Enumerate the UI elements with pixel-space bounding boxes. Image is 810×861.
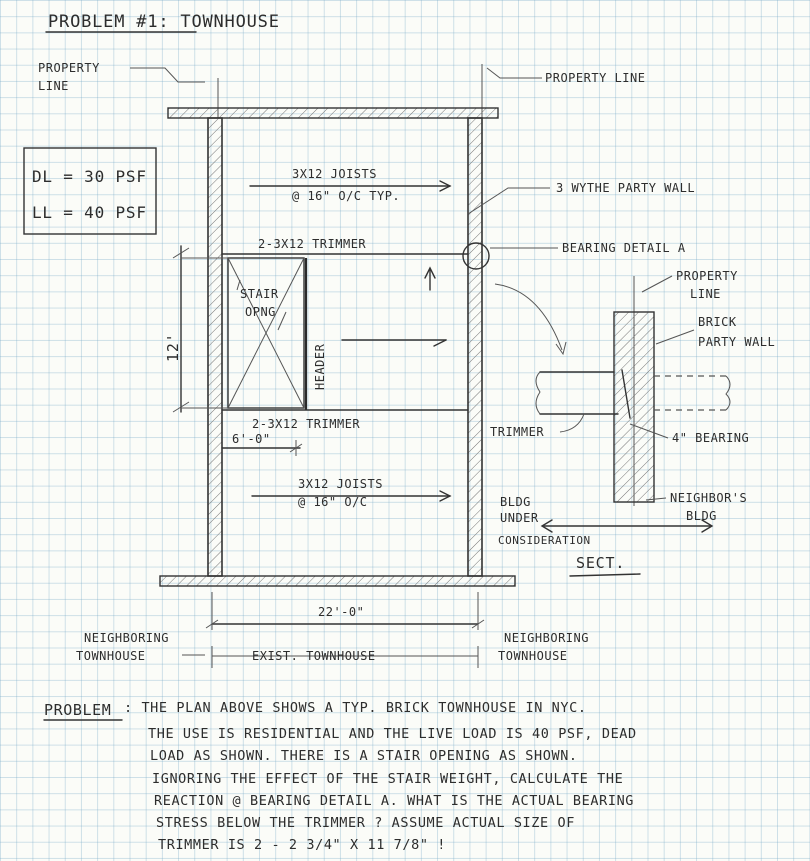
neighbor-bldg-label-2: BLDG: [686, 509, 717, 523]
exist-townhouse-label: EXIST. TOWNHOUSE: [252, 649, 376, 663]
section-label: SECT.: [576, 554, 625, 572]
neighbor-bldg-label-1: NEIGHBOR'S: [670, 491, 747, 505]
live-load: LL = 40 PSF: [32, 203, 147, 222]
trimmer-top-label: 2-3X12 TRIMMER: [258, 237, 366, 251]
party-wall-leader: [467, 187, 550, 215]
detail-property-label-1: PROPERTY: [676, 269, 738, 283]
property-line-right-label: PROPERTY LINE: [545, 71, 645, 85]
brick-label-1: BRICK: [698, 315, 737, 329]
problem-line-7: TRIMMER IS 2 - 2 3/4" X 11 7/8" !: [158, 837, 446, 853]
problem-line-4: IGNORING THE EFFECT OF THE STAIR WEIGHT,…: [152, 771, 623, 787]
neighboring-right-label-1: NEIGHBORING: [504, 631, 589, 645]
trimmer-detail-label: TRIMMER: [490, 425, 544, 439]
right-party-wall: [467, 117, 483, 577]
party-wall-label: 3 WYTHE PARTY WALL: [556, 181, 695, 195]
property-line-left-leader: [130, 67, 205, 83]
header-label: HEADER: [313, 343, 327, 390]
joists-bottom-label-1: 3X12 JOISTS: [298, 477, 383, 491]
joists-top-label-1: 3X12 JOISTS: [292, 167, 377, 181]
problem-line-2: THE USE IS RESIDENTIAL AND THE LIVE LOAD…: [148, 726, 637, 742]
neighboring-left-label-1: NEIGHBORING: [84, 631, 169, 645]
trimmer-bottom-label: 2-3X12 TRIMMER: [252, 417, 360, 431]
dim-22-label: 22'-0": [318, 605, 364, 619]
joists-top-label-2: @ 16" O/C TYP.: [292, 189, 400, 203]
dim-12-label: 12': [164, 333, 182, 363]
building-plan: [159, 107, 516, 587]
detail-pointer-curve: [494, 283, 563, 351]
property-line-left-label-2: LINE: [38, 79, 69, 93]
stair-label-2: OPNG: [245, 305, 276, 319]
consideration-label: CONSIDERATION: [498, 534, 591, 547]
dead-load: DL = 30 PSF: [32, 167, 147, 186]
brick-party-wall-section: [613, 311, 655, 503]
stair-opening: [227, 257, 305, 409]
problem-line-1: : THE PLAN ABOVE SHOWS A TYP. BRICK TOWN…: [124, 700, 587, 716]
problem-heading: PROBLEM: [44, 701, 111, 719]
stair-label-1: STAIR: [240, 287, 279, 301]
brick-label-2: PARTY WALL: [698, 335, 775, 349]
detail-property-label-2: LINE: [690, 287, 721, 301]
neighboring-left-label-2: TOWNHOUSE: [76, 649, 146, 663]
section-detail: [535, 276, 731, 506]
title: PROBLEM #1: TOWNHOUSE: [48, 12, 280, 32]
neighboring-right-label-2: TOWNHOUSE: [498, 649, 568, 663]
problem-line-5: REACTION @ BEARING DETAIL A. WHAT IS THE…: [154, 793, 634, 809]
bearing-4-label: 4" BEARING: [672, 431, 749, 445]
property-line-left-label-1: PROPERTY: [38, 61, 100, 75]
bldg-under-label-2: UNDER: [500, 511, 539, 525]
problem-line-3: LOAD AS SHOWN. THERE IS A STAIR OPENING …: [150, 748, 578, 764]
bearing-detail-label: BEARING DETAIL A: [562, 241, 686, 255]
joists-bottom-label-2: @ 16" O/C: [298, 495, 368, 509]
bearing-detail-circle: [462, 242, 490, 270]
loads-box: [23, 147, 157, 235]
problem-line-6: STRESS BELOW THE TRIMMER ? ASSUME ACTUAL…: [156, 815, 575, 831]
dim-6-label: 6'-0": [232, 432, 271, 446]
property-line-right-leader: [486, 67, 542, 79]
left-party-wall: [207, 117, 223, 577]
bldg-under-label-1: BLDG: [500, 495, 531, 509]
